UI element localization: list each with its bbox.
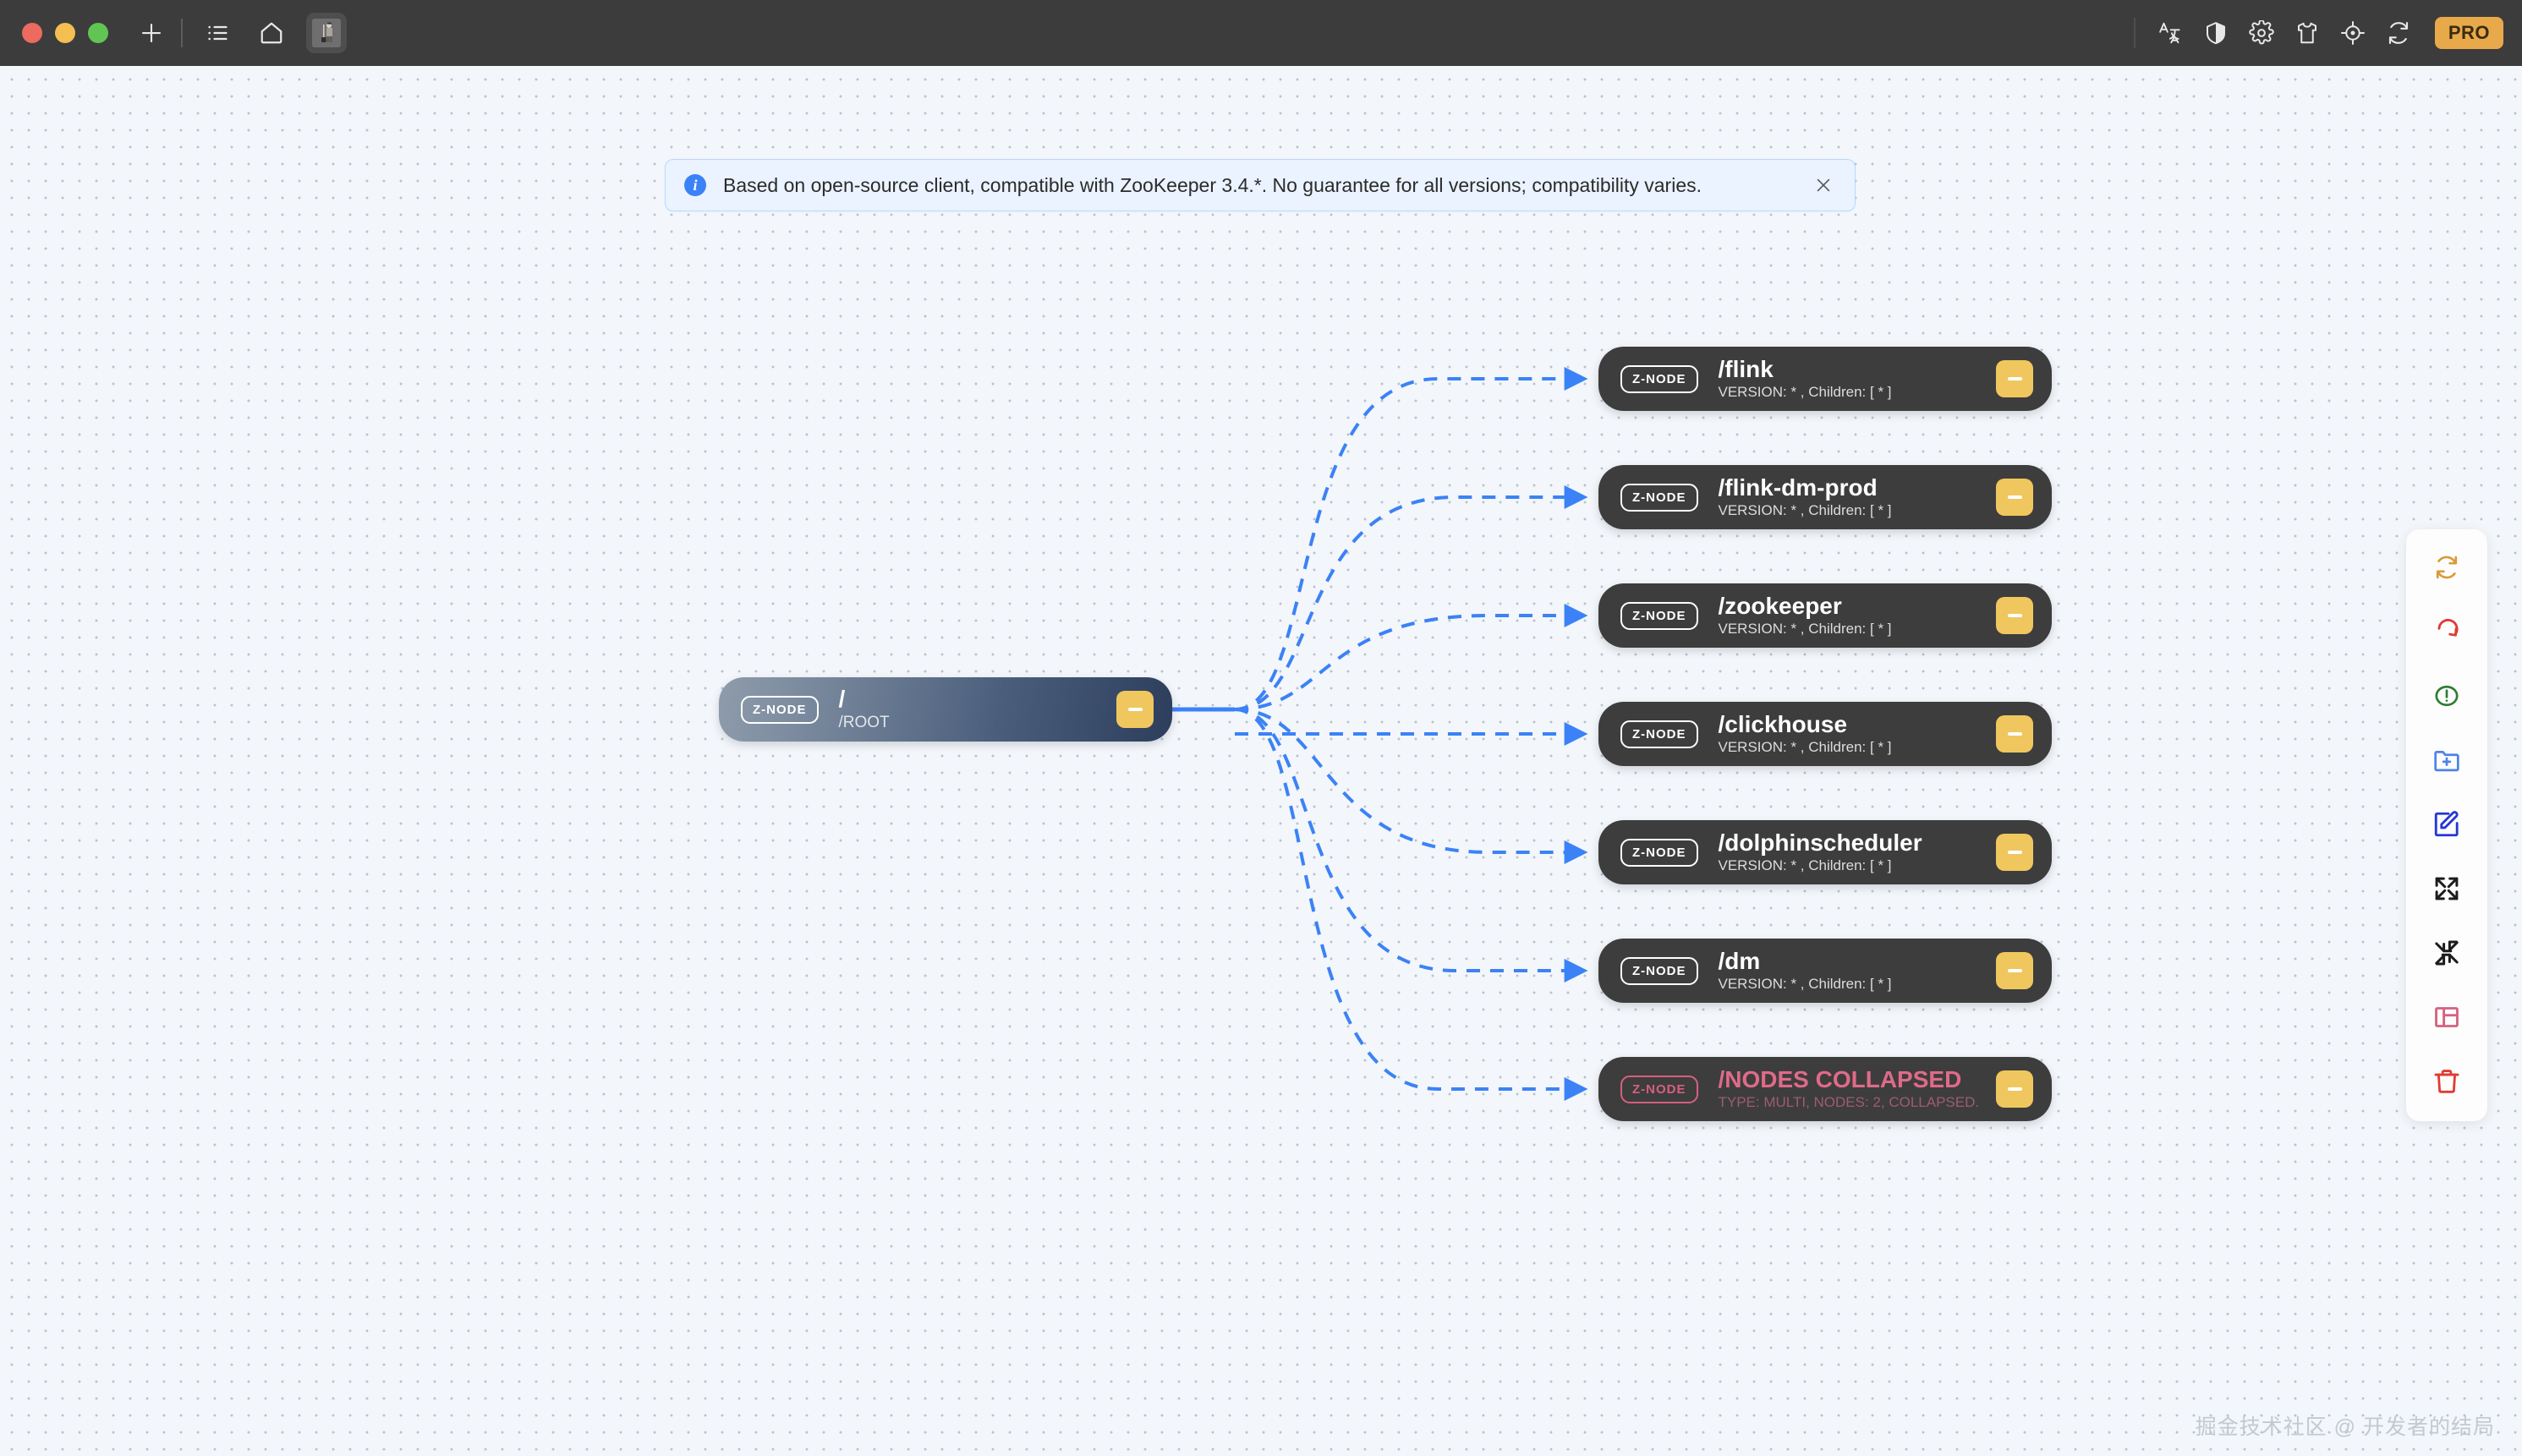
znode-child-dolphinscheduler[interactable]: Z-NODE /dolphinscheduler VERSION: * , Ch… — [1598, 820, 2052, 884]
home-icon[interactable] — [252, 14, 291, 52]
znode-child-zookeeper[interactable]: Z-NODE /zookeeper VERSION: * , Children:… — [1598, 583, 2052, 648]
maximize-window-button[interactable] — [88, 23, 108, 43]
minus-icon — [2007, 614, 2022, 617]
znode-type-badge: Z-NODE — [1620, 838, 1698, 867]
znode-root-subtitle: /ROOT — [838, 713, 890, 731]
znode-title: /dolphinscheduler — [1718, 829, 1922, 856]
znode-texts: /dm VERSION: * , Children: [ * ] — [1718, 947, 1892, 993]
collapse-toggle-button[interactable] — [1996, 479, 2033, 516]
zookeeper-app-icon — [312, 19, 341, 47]
minus-icon — [1127, 708, 1143, 711]
layout-panel-icon[interactable] — [2427, 998, 2466, 1037]
znode-root-texts: / /ROOT — [839, 687, 890, 732]
title-bar-right-tools: PRO — [2133, 12, 2503, 54]
edge-layer — [1172, 367, 1588, 1102]
undo-rotate-icon[interactable] — [2427, 612, 2466, 651]
translate-icon[interactable] — [2149, 12, 2191, 54]
znode-root[interactable]: Z-NODE / /ROOT — [719, 677, 1172, 742]
banner-message: Based on open-source client, compatible … — [723, 173, 1702, 196]
skin-shirt-icon[interactable] — [2286, 12, 2328, 54]
folder-add-icon[interactable] — [2427, 741, 2466, 780]
znode-type-badge: Z-NODE — [1620, 1075, 1698, 1103]
compatibility-banner: i Based on open-source client, compatibl… — [665, 159, 1856, 211]
znode-child-nodes-collapsed[interactable]: Z-NODE /NODES COLLAPSED TYPE: MULTI, NOD… — [1598, 1057, 2052, 1121]
znode-subtitle: VERSION: * , Children: [ * ] — [1718, 739, 1892, 756]
minus-icon — [2007, 495, 2022, 499]
new-tab-plus-icon[interactable] — [132, 14, 171, 52]
collapse-toggle-button[interactable] — [1996, 834, 2033, 871]
expand-icon[interactable] — [2427, 869, 2466, 908]
theme-contrast-icon[interactable] — [2195, 12, 2237, 54]
collapse-toggle-button[interactable] — [1996, 360, 2033, 397]
refresh-icon[interactable] — [2377, 12, 2420, 54]
znode-type-badge: Z-NODE — [1620, 956, 1698, 985]
minus-icon — [2007, 851, 2022, 854]
znode-root-title: / — [838, 685, 846, 712]
znode-subtitle: TYPE: MULTI, NODES: 2, COLLAPSED. — [1718, 1094, 1980, 1111]
minimize-window-button[interactable] — [55, 23, 75, 43]
minus-icon — [2007, 732, 2022, 736]
connection-list-icon[interactable] — [198, 14, 237, 52]
collapse-icon[interactable] — [2427, 933, 2466, 972]
collapse-toggle-button[interactable] — [1996, 1070, 2033, 1108]
window-controls — [22, 23, 108, 43]
collapse-toggle-button[interactable] — [1996, 597, 2033, 634]
znode-title: /clickhouse — [1718, 710, 1848, 737]
graph-canvas[interactable]: i Based on open-source client, compatibl… — [0, 66, 2522, 1456]
toolbar-divider — [181, 19, 183, 47]
znode-texts: /dolphinscheduler VERSION: * , Children:… — [1718, 829, 1922, 875]
tab-zookeeper-session[interactable] — [306, 13, 347, 53]
close-icon[interactable] — [1811, 172, 1836, 198]
znode-child-flink[interactable]: Z-NODE /flink VERSION: * , Children: [ *… — [1598, 347, 2052, 411]
canvas-tools-panel — [2406, 529, 2487, 1121]
znode-title: /flink-dm-prod — [1718, 473, 1878, 501]
minus-icon — [2007, 1087, 2022, 1091]
znode-type-badge: Z-NODE — [1620, 364, 1698, 393]
znode-title: /dm — [1718, 947, 1761, 974]
znode-child-clickhouse[interactable]: Z-NODE /clickhouse VERSION: * , Children… — [1598, 702, 2052, 766]
znode-subtitle: VERSION: * , Children: [ * ] — [1718, 976, 1892, 993]
znode-title: /zookeeper — [1718, 592, 1842, 619]
znode-type-badge: Z-NODE — [1620, 720, 1698, 748]
znode-tree: Z-NODE / /ROOT Z-NODE /flink VERSION: * … — [0, 66, 2522, 1456]
znode-subtitle: VERSION: * , Children: [ * ] — [1718, 621, 1892, 638]
znode-texts: /flink-dm-prod VERSION: * , Children: [ … — [1718, 473, 1892, 520]
pro-badge[interactable]: PRO — [2434, 17, 2503, 49]
settings-gear-icon[interactable] — [2240, 12, 2283, 54]
znode-subtitle: VERSION: * , Children: [ * ] — [1718, 384, 1892, 401]
znode-subtitle: VERSION: * , Children: [ * ] — [1718, 857, 1892, 874]
znode-child-dm[interactable]: Z-NODE /dm VERSION: * , Children: [ * ] — [1598, 939, 2052, 1003]
znode-texts: /zookeeper VERSION: * , Children: [ * ] — [1718, 592, 1892, 638]
refresh-icon[interactable] — [2427, 548, 2466, 587]
trash-icon[interactable] — [2427, 1062, 2466, 1101]
collapse-toggle-button[interactable] — [1996, 952, 2033, 989]
znode-title: /NODES COLLAPSED — [1718, 1065, 1962, 1092]
minus-icon — [2007, 969, 2022, 972]
info-icon: i — [684, 174, 706, 196]
znode-type-badge: Z-NODE — [1620, 483, 1698, 512]
close-window-button[interactable] — [22, 23, 42, 43]
collapse-toggle-button[interactable] — [1116, 691, 1154, 728]
right-tools-divider — [2133, 18, 2135, 48]
znode-child-flink-dm-prod[interactable]: Z-NODE /flink-dm-prod VERSION: * , Child… — [1598, 465, 2052, 529]
edit-square-icon[interactable] — [2427, 805, 2466, 844]
znode-type-badge: Z-NODE — [741, 695, 819, 724]
alert-circle-icon[interactable] — [2427, 676, 2466, 715]
target-icon[interactable] — [2332, 12, 2374, 54]
watermark: 掘金技术社区 @ 开发者的结局 — [2195, 1415, 2495, 1439]
znode-texts: /clickhouse VERSION: * , Children: [ * ] — [1718, 710, 1892, 757]
znode-texts: /NODES COLLAPSED TYPE: MULTI, NODES: 2, … — [1718, 1065, 1980, 1112]
title-bar: PRO — [0, 0, 2522, 66]
znode-texts: /flink VERSION: * , Children: [ * ] — [1718, 355, 1892, 402]
minus-icon — [2007, 377, 2022, 380]
znode-title: /flink — [1718, 355, 1774, 382]
znode-subtitle: VERSION: * , Children: [ * ] — [1718, 502, 1892, 519]
collapse-toggle-button[interactable] — [1996, 715, 2033, 753]
znode-type-badge: Z-NODE — [1620, 601, 1698, 630]
